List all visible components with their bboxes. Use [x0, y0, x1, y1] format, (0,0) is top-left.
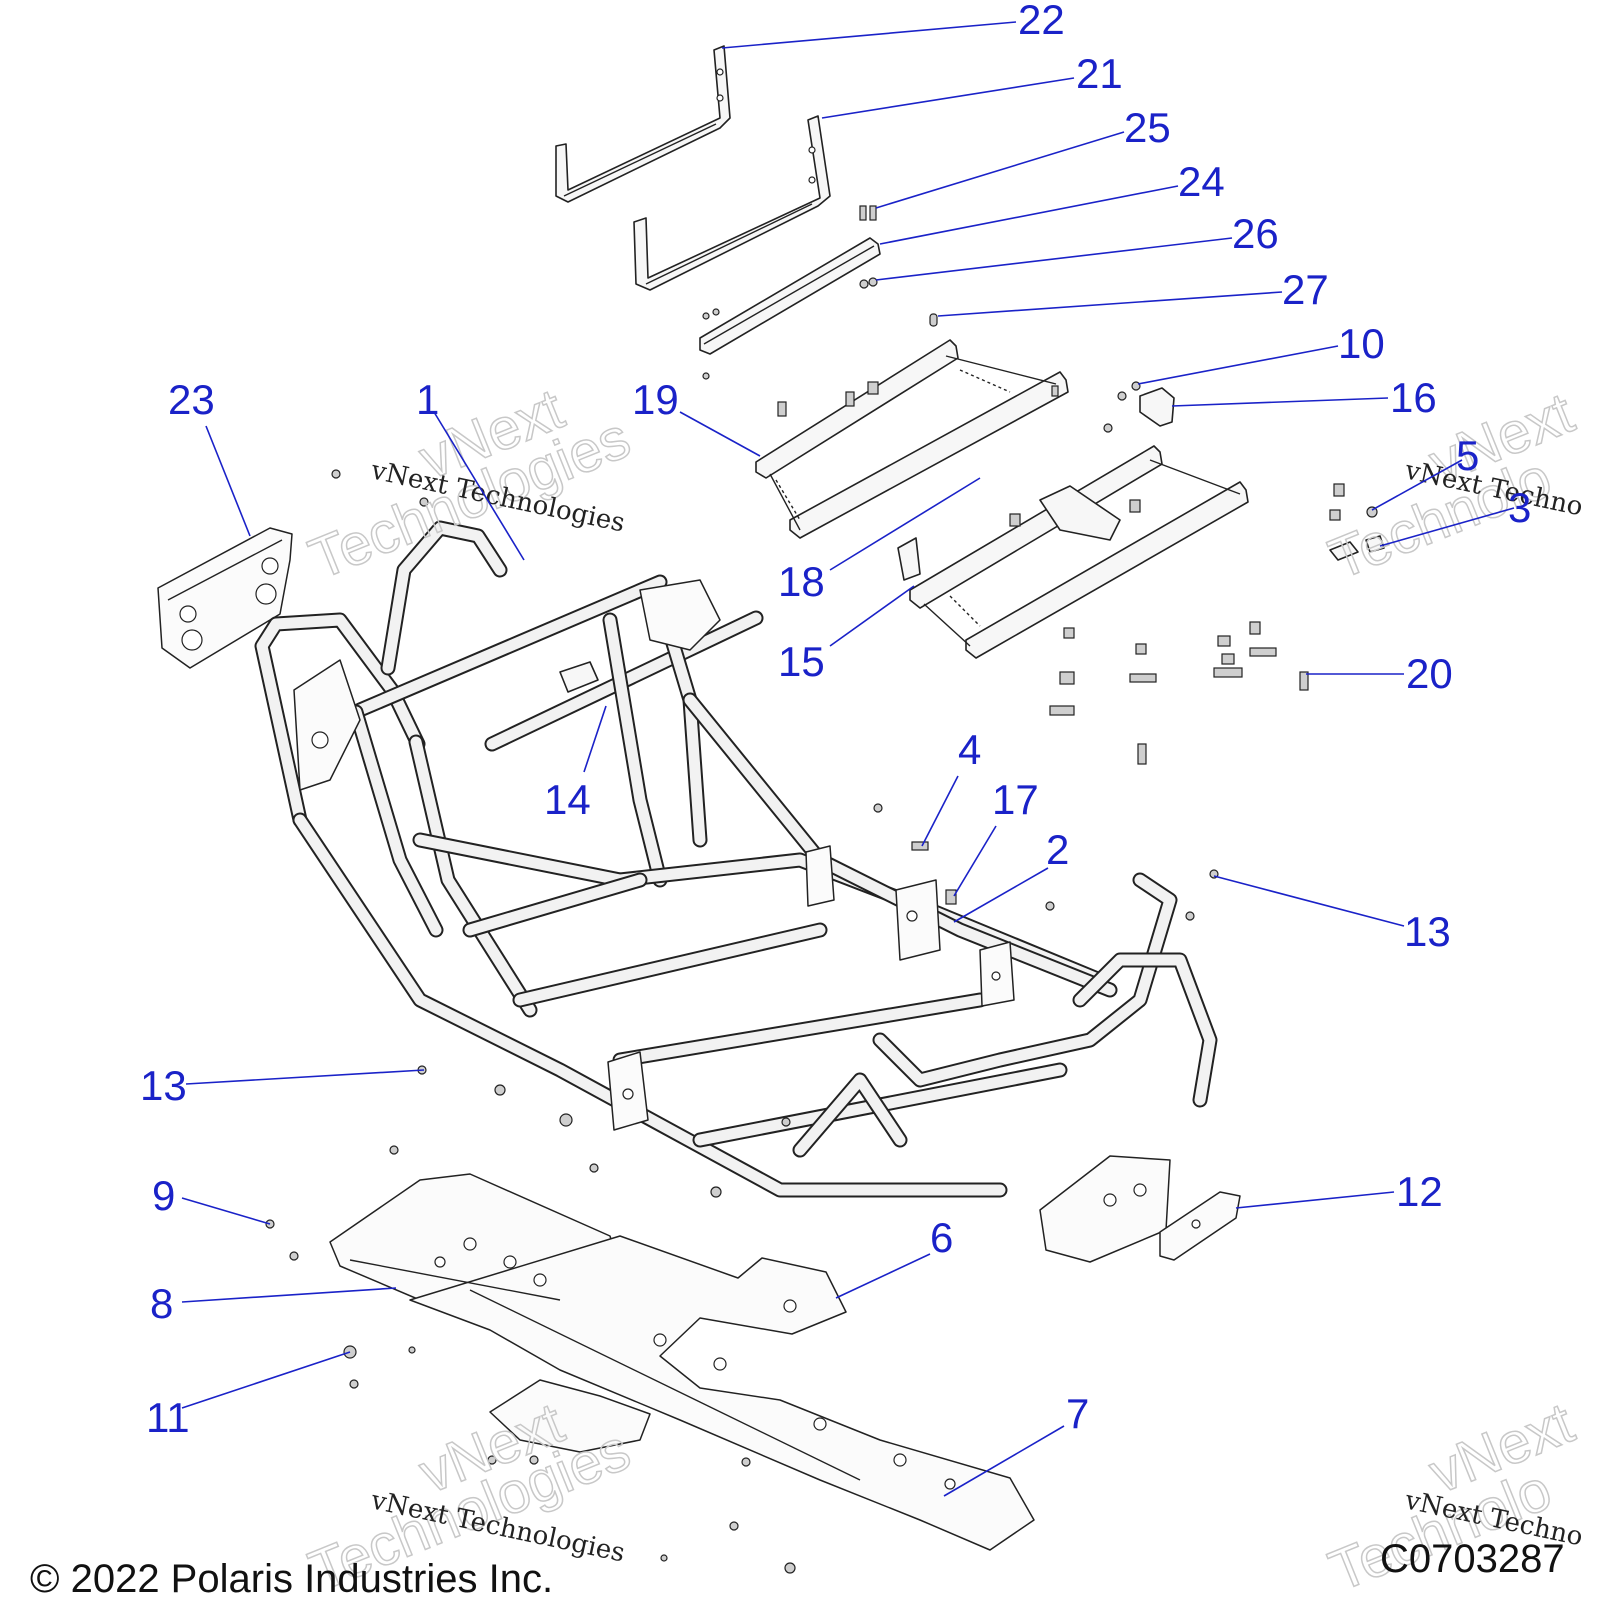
- callout-label-10: 10: [1338, 320, 1385, 367]
- part-seat-base-upper: [755, 339, 1069, 539]
- callout-27: 27: [937, 266, 1329, 317]
- callout-label-16: 16: [1390, 374, 1437, 421]
- callout-21: 21: [821, 50, 1123, 119]
- part-main-frame: [254, 520, 1218, 1263]
- footer: © 2022 Polaris Industries Inc. C0703287: [30, 1537, 1565, 1600]
- callout-13-right: 13: [1213, 875, 1451, 955]
- callout-label-22: 22: [1018, 0, 1065, 43]
- line-art: [157, 45, 1385, 1574]
- callout-label-20: 20: [1406, 650, 1453, 697]
- part-seat-base-lower: [897, 445, 1249, 659]
- callout-label-18: 18: [778, 558, 825, 605]
- callout-16: 16: [1171, 374, 1437, 421]
- callout-label-13-left: 13: [140, 1062, 187, 1109]
- callout-2: 2: [953, 826, 1069, 923]
- callout-8: 8: [150, 1280, 397, 1327]
- callout-label-21: 21: [1076, 50, 1123, 97]
- diagram-code: C0703287: [1380, 1537, 1565, 1581]
- callout-label-27: 27: [1282, 266, 1329, 313]
- callout-26: 26: [875, 210, 1279, 281]
- callout-1: 1: [416, 376, 525, 561]
- callout-11: 11: [146, 1351, 351, 1441]
- callout-6: 6: [835, 1214, 953, 1299]
- callout-17: 17: [953, 776, 1039, 897]
- callout-label-11: 11: [146, 1394, 190, 1441]
- callout-25: 25: [875, 104, 1171, 209]
- callout-19: 19: [632, 376, 761, 457]
- callout-5: 5: [1371, 432, 1479, 511]
- part-seat-bracket-lower: [633, 115, 831, 291]
- part-bracket-16: [1103, 381, 1175, 433]
- callout-7: 7: [943, 1390, 1089, 1497]
- callout-20: 20: [1306, 650, 1453, 697]
- callout-label-8: 8: [150, 1280, 173, 1327]
- callout-label-24: 24: [1178, 158, 1225, 205]
- callout-label-9: 9: [152, 1172, 175, 1219]
- callout-label-4: 4: [958, 726, 981, 773]
- part-slide-rail: [699, 237, 881, 380]
- callout-14: 14: [544, 705, 607, 823]
- callout-label-2: 2: [1046, 826, 1069, 873]
- callout-label-17: 17: [992, 776, 1039, 823]
- callout-23: 23: [168, 376, 251, 537]
- fasteners-cluster-20: [1049, 621, 1309, 765]
- callout-3: 3: [1379, 484, 1531, 547]
- callout-label-23: 23: [168, 376, 215, 423]
- callout-10: 10: [1137, 320, 1385, 385]
- part-small-3-5: [1329, 483, 1385, 561]
- callout-label-19: 19: [632, 376, 679, 423]
- callout-22: 22: [721, 0, 1065, 49]
- callout-label-1: 1: [416, 376, 439, 423]
- callout-label-6: 6: [930, 1214, 953, 1261]
- part-panel-23: [157, 527, 293, 669]
- fasteners-seat: [859, 205, 938, 327]
- callout-4: 4: [921, 726, 981, 847]
- callout-label-7: 7: [1066, 1390, 1089, 1437]
- part-bracket-12: [1159, 1191, 1241, 1261]
- callout-label-26: 26: [1232, 210, 1279, 257]
- callout-12: 12: [1235, 1168, 1443, 1215]
- callout-label-25: 25: [1124, 104, 1171, 151]
- callouts: 22 21 25 24 26 27 10 16: [140, 0, 1531, 1497]
- callout-24: 24: [879, 158, 1225, 245]
- callout-label-14: 14: [544, 776, 591, 823]
- callout-label-5: 5: [1456, 432, 1479, 479]
- part-seat-bracket-upper: [555, 45, 731, 203]
- callout-9: 9: [152, 1172, 271, 1225]
- callout-label-13-right: 13: [1404, 908, 1451, 955]
- callout-label-15: 15: [778, 638, 825, 685]
- callout-label-3: 3: [1508, 484, 1531, 531]
- callout-18: 18: [778, 477, 981, 605]
- part-skid-plates: [329, 1173, 1035, 1574]
- callout-15: 15: [778, 585, 915, 685]
- copyright-text: © 2022 Polaris Industries Inc.: [30, 1557, 553, 1600]
- callout-13-left: 13: [140, 1062, 425, 1109]
- callout-label-12: 12: [1396, 1168, 1443, 1215]
